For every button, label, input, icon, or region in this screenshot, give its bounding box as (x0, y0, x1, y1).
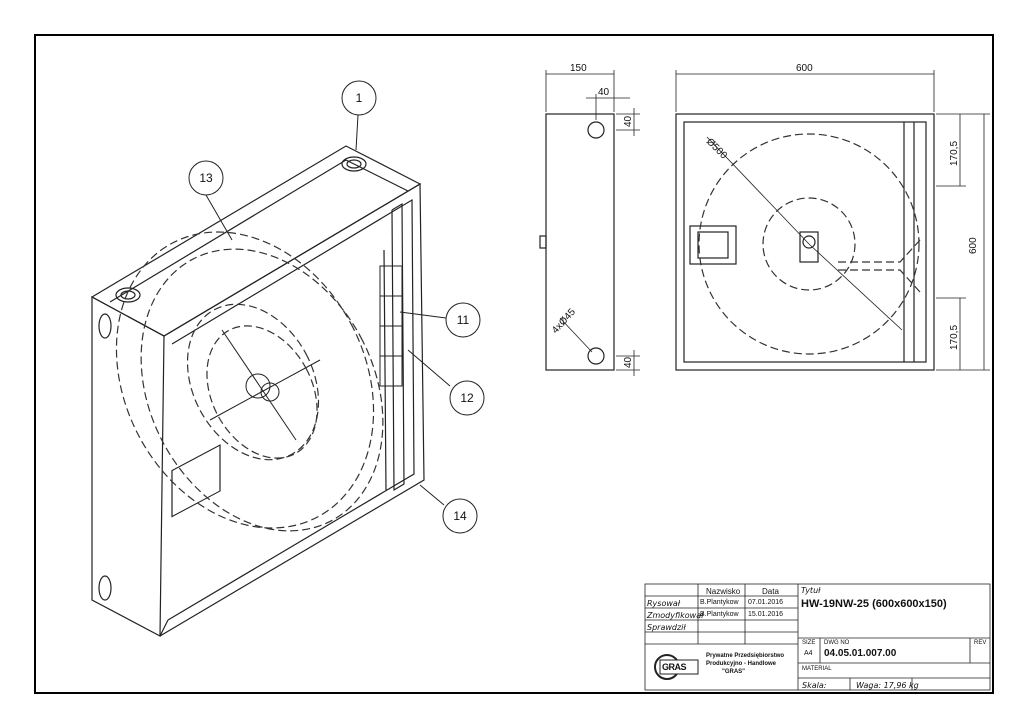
tb-company-1: Prywatne Przedsiębiorstwo (706, 653, 785, 659)
tb-dwg-no: 04.05.01.007.00 (824, 648, 897, 659)
gras-logo (654, 654, 699, 680)
side-dim-top: 40 (623, 115, 634, 127)
callout-11-label: 11 (457, 313, 470, 327)
callout-11 (445, 302, 481, 338)
side-dim-bottom: 40 (623, 356, 634, 368)
tb-date-modified: 15.01.2016 (748, 611, 784, 618)
drawing-frame (34, 34, 994, 694)
tb-name-drawn: B.Plantykow (700, 599, 739, 606)
callout-14-label: 14 (453, 509, 467, 523)
tb-title-label: Tytuł (801, 586, 821, 595)
tb-size-label: SIZE (802, 640, 816, 646)
tb-logo-text: GRAS (662, 662, 687, 672)
front-dim-width: 600 (796, 63, 813, 74)
tb-role-drawn: Rysował (647, 599, 681, 608)
callout-1 (341, 80, 377, 116)
callout-14 (442, 498, 478, 534)
front-view-body (675, 113, 935, 371)
side-dim-offset: 40 (598, 87, 610, 98)
tb-name-modified: B.Plantykow (700, 611, 739, 618)
tb-company-2: Produkcyjno - Handlowe (706, 661, 777, 667)
callout-12-label: 12 (460, 391, 474, 405)
side-dim-width: 150 (570, 63, 587, 74)
callout-13 (188, 160, 224, 196)
tb-title: HW-19NW-25 (600x600x150) (801, 598, 947, 610)
callout-1-label: 1 (356, 91, 363, 105)
tb-role-modified: Zmodyfikował (647, 611, 704, 620)
tb-material-label: MATERIAL (802, 666, 832, 672)
tb-date-drawn: 07.01.2016 (748, 599, 784, 606)
tb-dwg-label: DWG NO (824, 640, 850, 646)
callout-13-label: 13 (199, 171, 213, 185)
front-reel-outline (698, 133, 920, 355)
tb-role-checked: Sprawdził (647, 623, 686, 632)
tb-col-date: Data (762, 587, 779, 596)
tb-size: A4 (804, 650, 813, 657)
tb-scale-label: Skala: (802, 681, 827, 690)
front-dim-lower: 170,5 (949, 325, 960, 350)
callout-12 (449, 380, 485, 416)
tb-company-3: "GRAS" (722, 669, 746, 675)
tb-col-name: Nazwisko (706, 587, 741, 596)
tb-rev-label: REV (974, 640, 987, 646)
front-dim-height: 600 (968, 237, 979, 254)
hose-reel-outline (115, 231, 375, 529)
front-dim-upper: 170,5 (949, 141, 960, 166)
tb-weight: Waga: 17,96 kg (856, 681, 919, 690)
